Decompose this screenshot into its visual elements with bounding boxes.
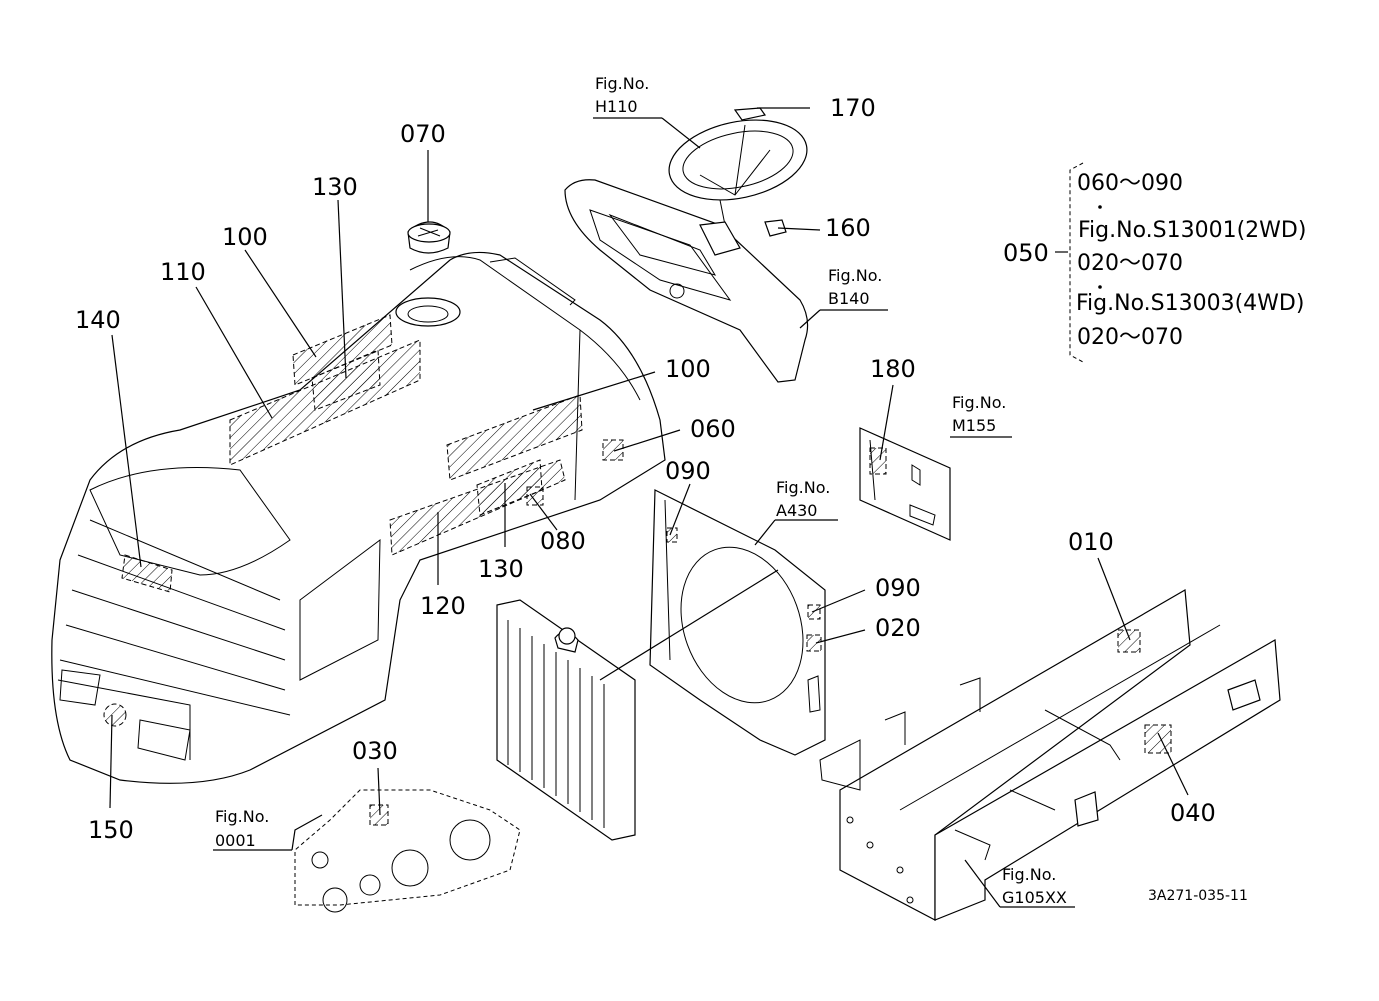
callout-140: 140 <box>75 306 121 334</box>
callout-130-side: 130 <box>478 555 524 583</box>
callout-170: 170 <box>830 94 876 122</box>
decal-040 <box>1144 724 1172 754</box>
note-050-line-2: Fig.No.S13001(2WD) <box>1078 218 1306 243</box>
note-050-bullet-1 <box>1098 205 1102 209</box>
engine-gasket <box>294 789 521 913</box>
decal-090-b <box>807 604 821 620</box>
chassis-frame <box>819 589 1281 921</box>
decal-010 <box>1117 629 1141 653</box>
figref-h110-code: H110 <box>595 97 638 116</box>
decal-090-a <box>666 527 678 543</box>
callout-040: 040 <box>1170 799 1216 827</box>
note-050: 050 060～090 Fig.No.S13001(2WD) 020～070 F… <box>1003 171 1306 350</box>
emblem-150 <box>103 703 127 727</box>
callout-010: 010 <box>1068 528 1114 556</box>
note-050-callout: 050 <box>1003 239 1049 267</box>
fuel-cap <box>407 221 451 254</box>
decal-080 <box>526 486 544 506</box>
figref-g105-label: Fig.No. <box>1002 865 1056 884</box>
figref-b140-code: B140 <box>828 289 870 308</box>
decal-100-side <box>446 394 583 481</box>
callouts: 070 130 100 110 140 150 100 060 080 130 … <box>75 94 1216 844</box>
bracket-panel <box>859 427 951 541</box>
callout-150: 150 <box>88 816 134 844</box>
figref-0001-label: Fig.No. <box>215 807 269 826</box>
callout-090-b: 090 <box>875 574 921 602</box>
decal-030 <box>369 804 389 826</box>
figref-0001-code: 0001 <box>215 831 256 850</box>
callout-060: 060 <box>690 415 736 443</box>
callout-080: 080 <box>540 527 586 555</box>
decal-060 <box>602 439 624 461</box>
figure-references: Fig.No. H110 Fig.No. B140 Fig.No. M155 F… <box>215 74 1067 907</box>
decal-180 <box>869 447 887 475</box>
note-050-line-5: 020～070 <box>1077 325 1183 350</box>
figref-m155-code: M155 <box>952 416 996 435</box>
callout-180: 180 <box>870 355 916 383</box>
callout-120: 120 <box>420 592 466 620</box>
decal-140 <box>121 554 173 593</box>
callout-030: 030 <box>352 737 398 765</box>
note-050-line-1: 060～090 <box>1077 171 1183 196</box>
callout-130-top: 130 <box>312 173 358 201</box>
decal-130-top <box>311 349 381 411</box>
leader-lines <box>109 107 1189 908</box>
dash-panel <box>564 179 809 383</box>
figref-g105-code: G105XX <box>1002 888 1067 907</box>
figref-h110-label: Fig.No. <box>595 74 649 93</box>
note-050-line-3: 020～070 <box>1077 251 1183 276</box>
fan-shroud <box>649 489 826 756</box>
steering-wheel <box>668 107 808 226</box>
callout-090-a: 090 <box>665 457 711 485</box>
callout-160: 160 <box>825 214 871 242</box>
radiator <box>496 599 636 841</box>
hood-assembly <box>51 251 666 784</box>
decal-100-top <box>292 314 393 386</box>
decal-020 <box>806 634 822 652</box>
callout-100-top: 100 <box>222 223 268 251</box>
drawing-code: 3A271-035-11 <box>1148 888 1248 904</box>
callout-110: 110 <box>160 258 206 286</box>
callout-070: 070 <box>400 120 446 148</box>
hood-decals <box>103 314 624 727</box>
callout-020: 020 <box>875 614 921 642</box>
note-050-bullet-2 <box>1098 285 1102 289</box>
callout-100-side: 100 <box>665 355 711 383</box>
figref-a430-label: Fig.No. <box>776 478 830 497</box>
figref-b140-label: Fig.No. <box>828 266 882 285</box>
figref-m155-label: Fig.No. <box>952 393 1006 412</box>
decal-120 <box>389 459 566 556</box>
figref-a430-code: A430 <box>776 501 817 520</box>
note-050-line-4: Fig.No.S13003(4WD) <box>1076 291 1304 316</box>
